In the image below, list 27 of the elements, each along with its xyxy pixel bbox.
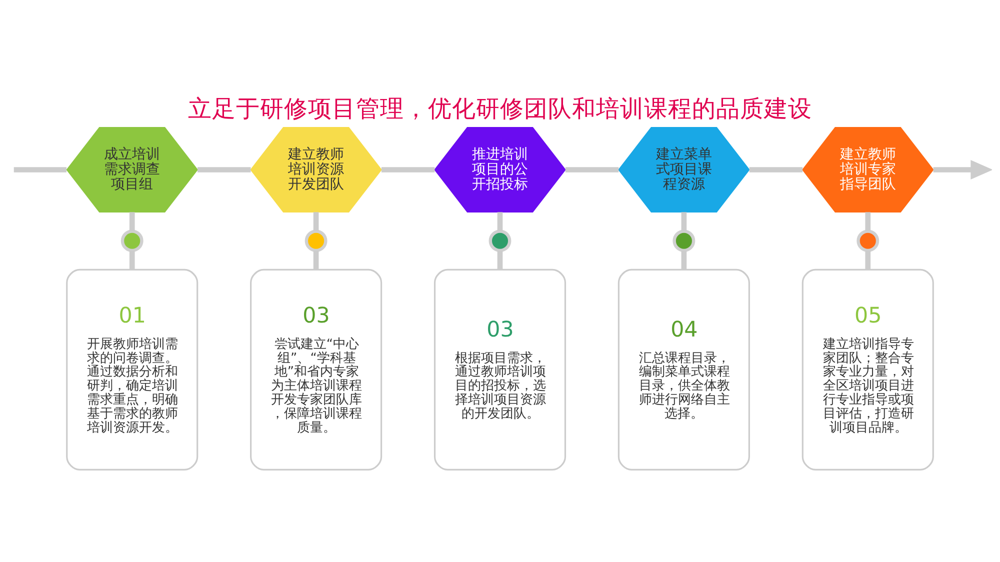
connector <box>865 212 871 230</box>
connector <box>198 166 251 172</box>
connector <box>381 166 435 172</box>
node-box: 03 根据项目需求，通过教师培训项目的招投标，选择培训项目资源的开发团队。 <box>434 268 566 470</box>
connector <box>497 250 503 269</box>
connector <box>129 212 135 230</box>
node-circle <box>672 229 696 252</box>
node-circle <box>488 229 512 252</box>
node-box: 01 开展教师培训需求的问卷调查。通过数据分析和研判，确定培训需求重点，明确基于需求的教师培训资源开发。 <box>66 268 198 470</box>
node-box: 05 建立培训指导专家团队；整合专家专业力量，对全区培训项目进行专业指导或项目评估，打造研训项目品牌。 <box>802 268 934 470</box>
connector <box>865 250 871 269</box>
connector <box>497 212 503 230</box>
connector <box>681 250 687 269</box>
connector <box>681 212 687 230</box>
node-circle <box>120 229 144 252</box>
arrow <box>933 160 992 179</box>
connector <box>313 212 319 230</box>
node-circle <box>856 229 880 252</box>
connector <box>749 166 803 172</box>
node-circle <box>304 229 328 252</box>
connector <box>129 250 135 269</box>
connector <box>565 166 619 172</box>
connector <box>313 250 319 269</box>
connector <box>14 166 67 172</box>
diagram-title: 立足于研修项目管理，优化研修团队和培训课程的品质建设 <box>188 94 812 122</box>
node-box: 03 尝试建立“中心组”、“学科基地”和省内专家为主体培训课程开发专家团队库，保障培训课程质量。 <box>250 268 382 470</box>
node-box: 04 汇总课程目录，编制菜单式课程目录，供全体教师进行网络自主选择。 <box>618 268 750 470</box>
